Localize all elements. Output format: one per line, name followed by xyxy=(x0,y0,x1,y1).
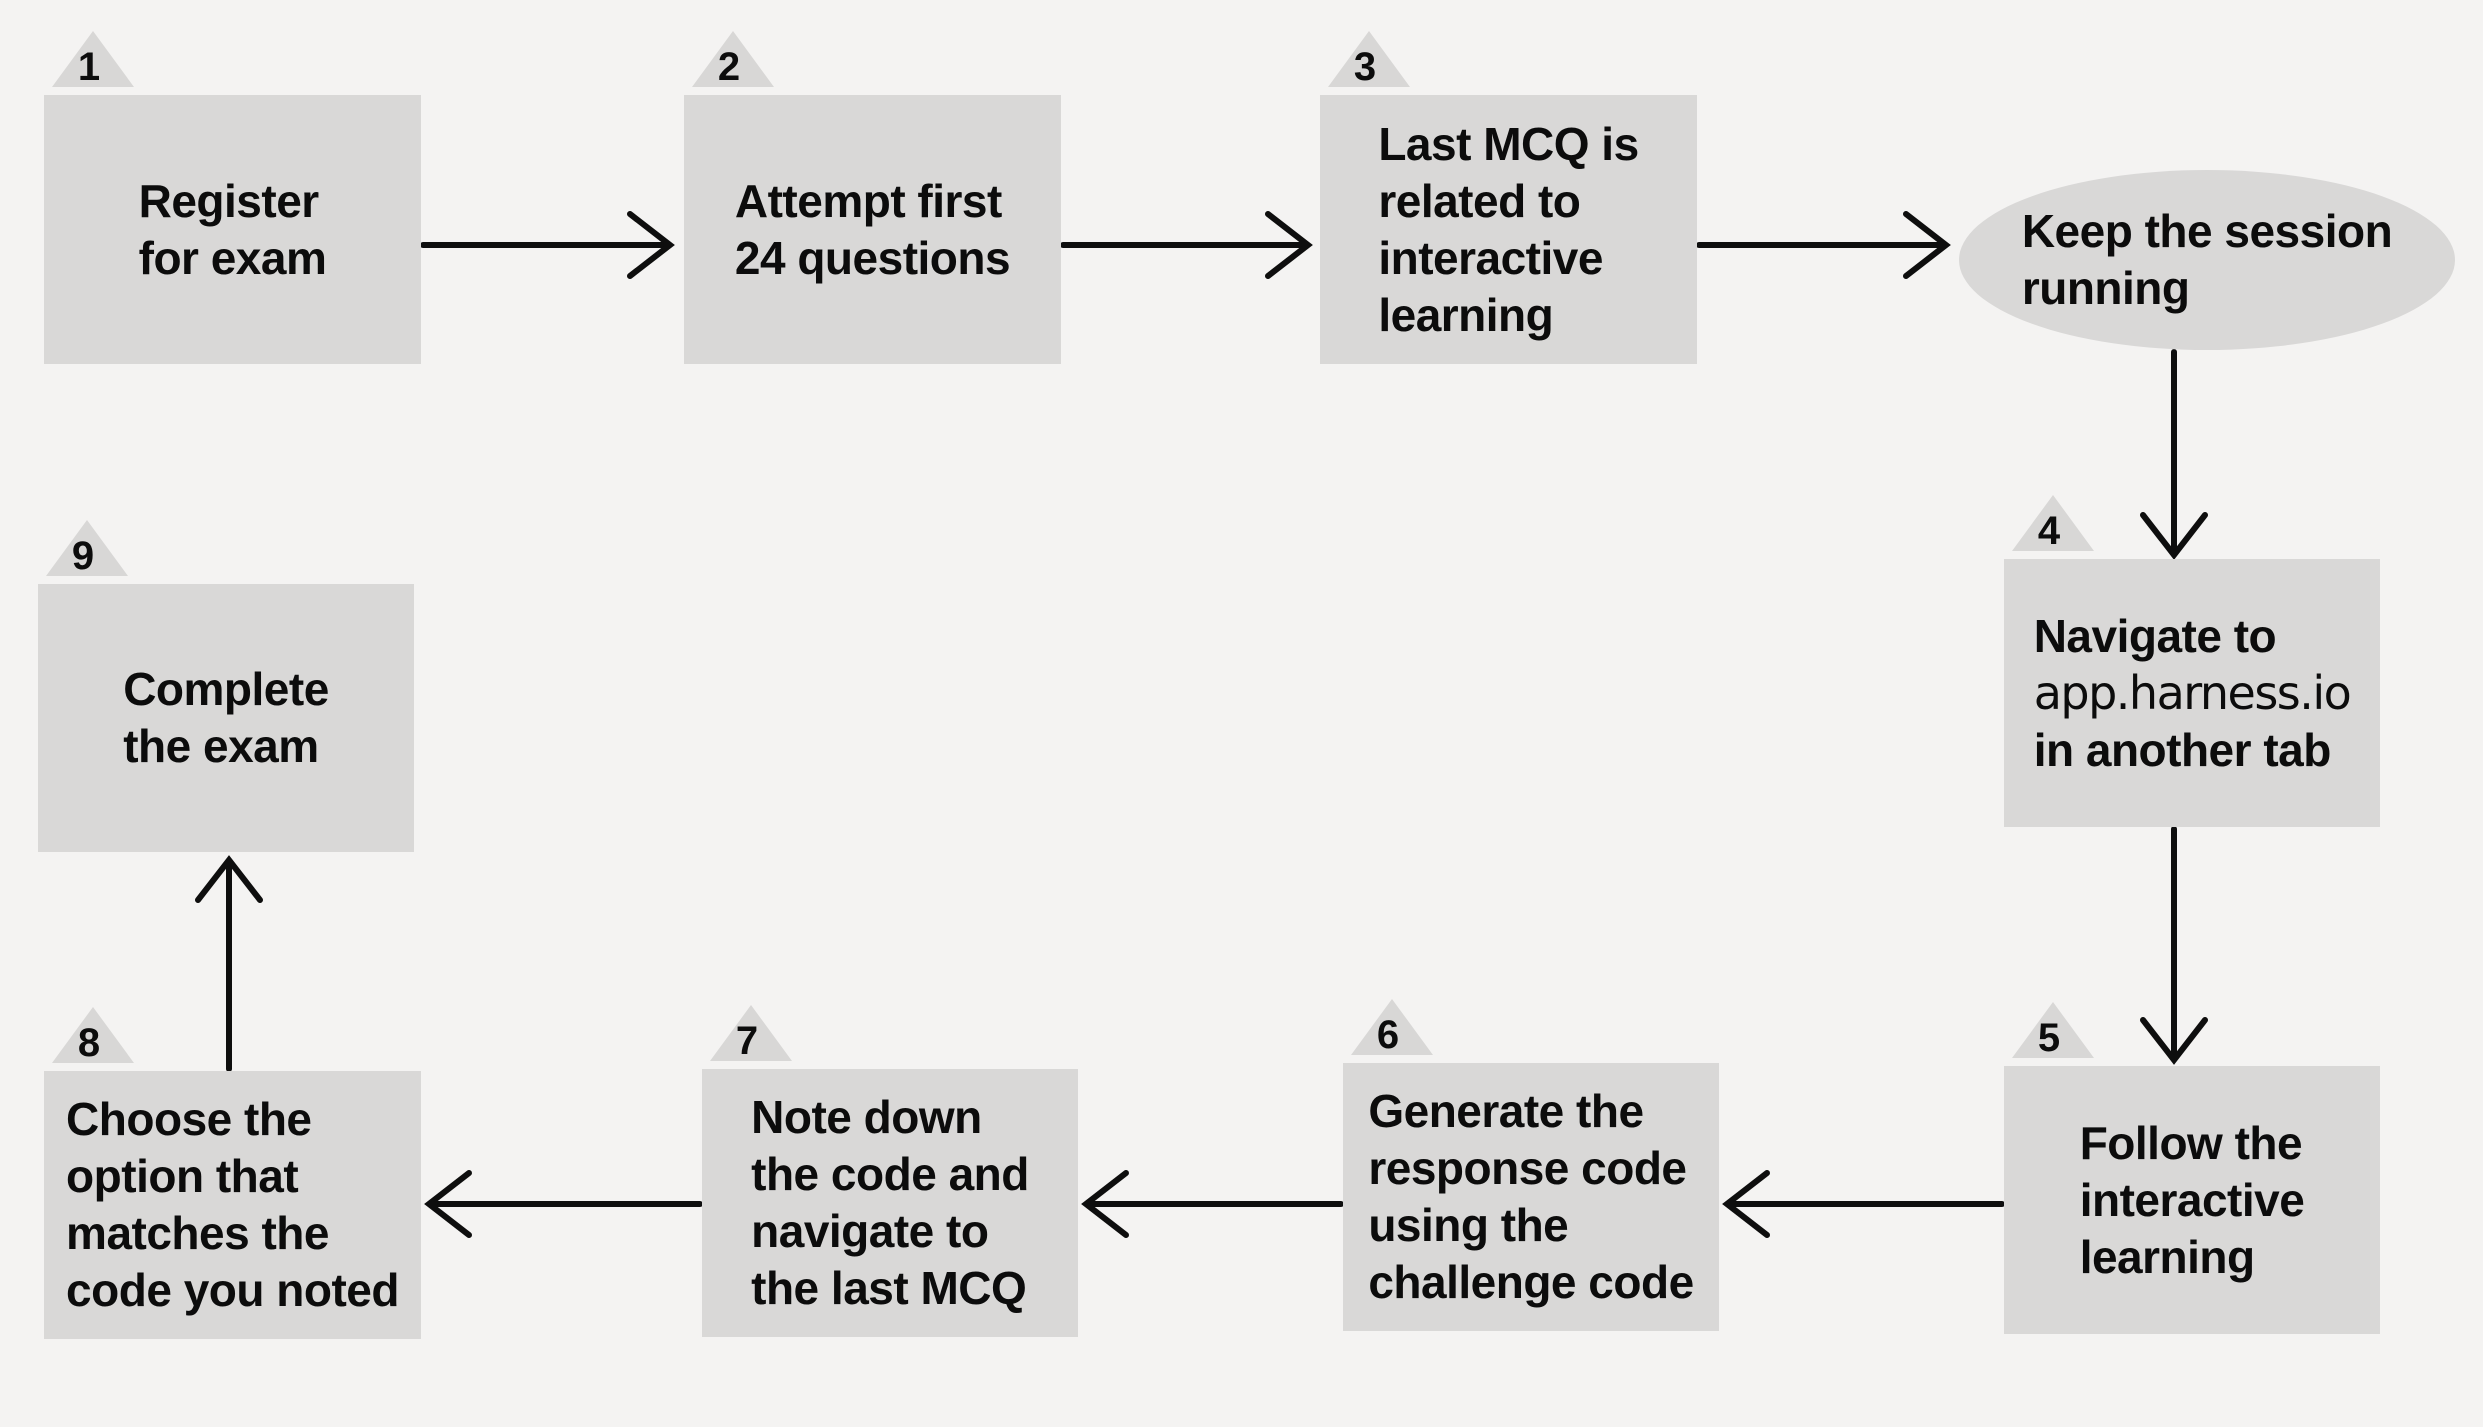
step-1-number: 1 xyxy=(77,45,101,89)
step-4-label: Navigate to app.harness.io in another ta… xyxy=(2033,609,2352,776)
step-2-box: 2 Attempt first 24 questions xyxy=(684,31,1061,364)
arrow-step7-to-step8 xyxy=(424,1170,703,1238)
step-4-box: 4 Navigate to app.harness.io in another … xyxy=(2004,495,2380,827)
arrow-step2-to-step3 xyxy=(1060,211,1313,279)
arrow-step8-to-step9 xyxy=(195,855,263,1072)
step-3-box: 3 Last MCQ is related to interactive lea… xyxy=(1320,31,1697,364)
step-9-label: Complete the exam xyxy=(123,663,329,772)
step-8-number: 8 xyxy=(77,1021,101,1065)
step-5-box: 5 Follow the interactive learning xyxy=(2004,1002,2380,1334)
step-1-label: Register for exam xyxy=(138,174,327,284)
arrow-step5-to-step6 xyxy=(1722,1170,2005,1238)
arrow-step6-to-step7 xyxy=(1081,1170,1344,1238)
arrow-keep-session-to-step4 xyxy=(2140,349,2208,560)
step-8-label: Choose the option that matches the code … xyxy=(66,1093,399,1316)
step-4-number: 4 xyxy=(2037,509,2061,553)
step-9-number: 9 xyxy=(71,534,95,578)
arrow-step4-to-step5 xyxy=(2140,826,2208,1065)
step-3-label: Last MCQ is related to interactive learn… xyxy=(1378,117,1639,341)
step-8-box: 8 Choose the option that matches the cod… xyxy=(44,1007,421,1339)
step-9-box: 9 Complete the exam xyxy=(38,520,414,852)
step-7-box: 7 Note down the code and navigate to the… xyxy=(702,1005,1078,1337)
step-6-number: 6 xyxy=(1376,1013,1400,1057)
step-2-label: Attempt first 24 questions xyxy=(734,174,1011,284)
step-3-number: 3 xyxy=(1353,45,1377,89)
arrow-step3-to-keep-session xyxy=(1696,211,1951,279)
step-2-number: 2 xyxy=(717,45,741,89)
step-6-label: Generate the response code using the cha… xyxy=(1368,1085,1694,1308)
step-5-label: Follow the interactive learning xyxy=(2079,1116,2305,1283)
step-7-label: Note down the code and navigate to the l… xyxy=(751,1091,1029,1314)
step-7-number: 7 xyxy=(735,1019,759,1063)
arrow-step1-to-step2 xyxy=(420,211,675,279)
step-5-number: 5 xyxy=(2037,1016,2061,1060)
step-1-box: 1 Register for exam xyxy=(44,31,421,364)
keep-session-ellipse: Keep the session running xyxy=(1959,170,2455,350)
keep-session-label: Keep the session running xyxy=(2021,205,2393,314)
step-6-box: 6 Generate the response code using the c… xyxy=(1343,999,1719,1331)
